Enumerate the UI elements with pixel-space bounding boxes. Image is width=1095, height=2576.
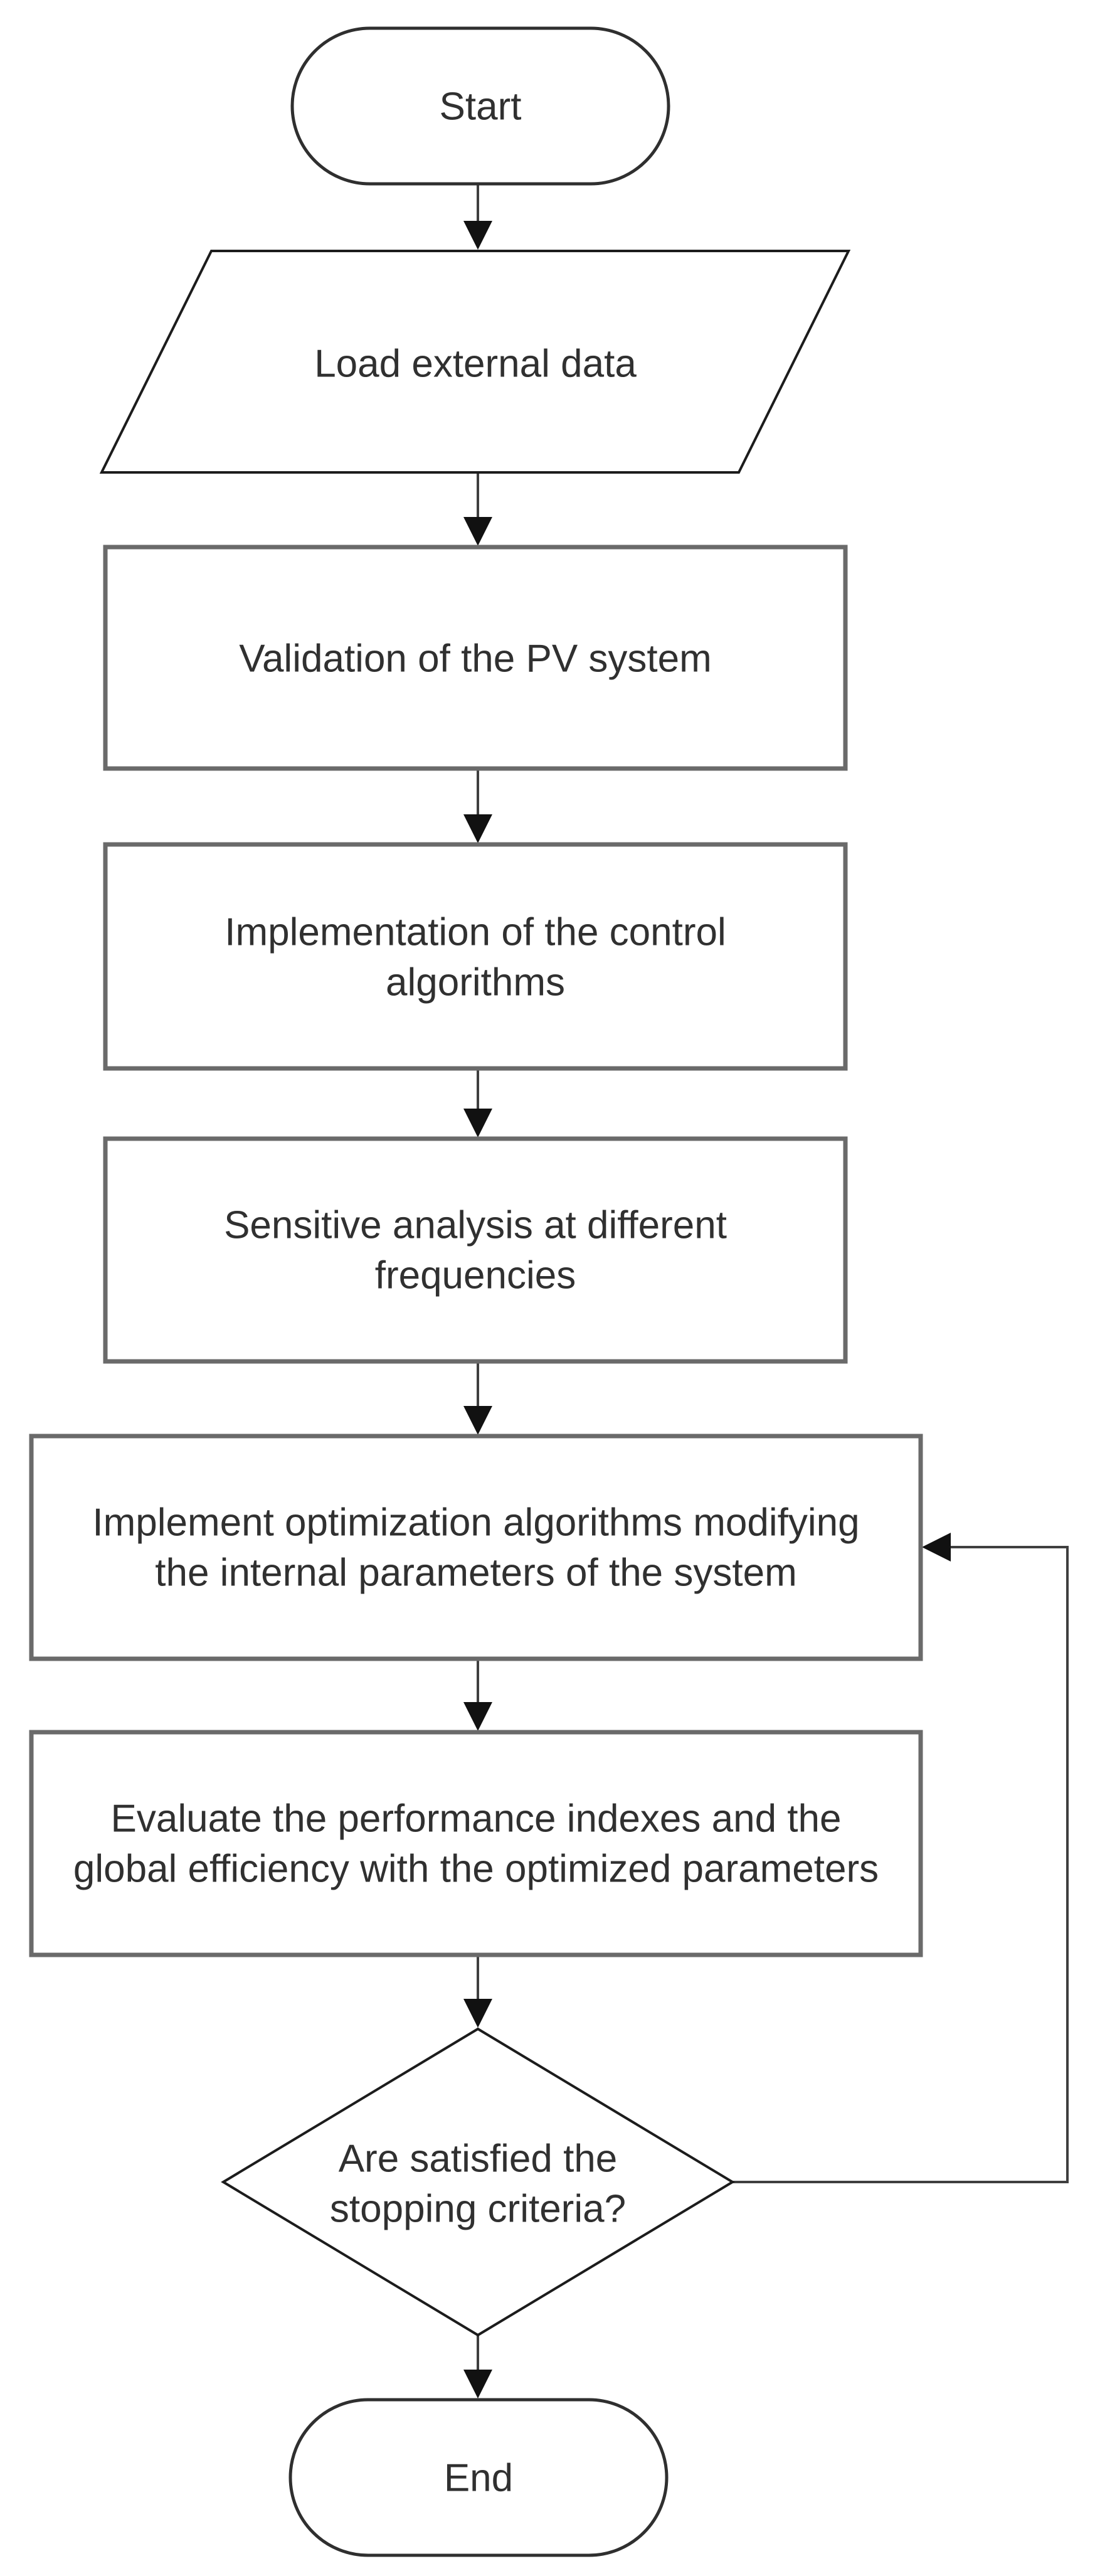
decision-node-label-line2: stopping criteria? — [330, 2188, 626, 2231]
evaluation-node-label-line2: global efficiency with the optimized par… — [73, 1848, 879, 1891]
end-node-shape — [288, 2398, 669, 2557]
connector-sensitivity-to-optimization — [463, 1361, 492, 1435]
arrowhead-down-icon — [463, 221, 492, 250]
load-data-node-shape — [99, 250, 851, 474]
connector-decision-loop-back-to-optimization — [733, 1533, 1069, 2183]
arrowhead-down-icon — [463, 1702, 492, 1731]
arrowhead-down-icon — [463, 1999, 492, 2028]
validation-node: Validation of the PV system — [103, 545, 848, 771]
evaluation-node-label-line1: Evaluate the performance indexes and the — [111, 1797, 842, 1841]
start-node-label: Start — [440, 85, 522, 129]
sensitivity-node-shape — [103, 1136, 848, 1364]
evaluation-node-shape — [29, 1730, 923, 1957]
connector-evaluation-to-decision — [463, 1955, 492, 2028]
end-node-label: End — [444, 2457, 513, 2500]
arrowhead-down-icon — [463, 814, 492, 843]
connector-optimization-to-evaluation — [463, 1659, 492, 1731]
connector-load-data-to-validation — [463, 472, 492, 546]
start-node-shape — [290, 26, 670, 186]
load-data-node: Load external data — [99, 250, 851, 474]
implementation-node-label-line2: algorithms — [386, 961, 565, 1004]
implementation-node-label-line1: Implementation of the control — [225, 911, 726, 954]
sensitivity-node: Sensitive analysis at different frequenc… — [103, 1136, 848, 1364]
arrowhead-down-icon — [463, 1406, 492, 1435]
sensitivity-node-label-line2: frequencies — [375, 1254, 576, 1297]
implementation-node-shape — [103, 842, 848, 1071]
decision-node: Are satisfied the stopping criteria? — [221, 2027, 735, 2337]
optimization-node-label-line2: the internal parameters of the system — [155, 1551, 796, 1595]
start-node: Start — [290, 26, 670, 186]
validation-node-label: Validation of the PV system — [239, 637, 712, 681]
end-node: End — [288, 2398, 669, 2557]
loop-back-line — [733, 1546, 1069, 2183]
arrowhead-down-icon — [463, 1109, 492, 1137]
evaluation-node: Evaluate the performance indexes and the… — [29, 1730, 923, 1957]
connector-validation-to-implementation — [463, 769, 492, 843]
decision-node-label-line1: Are satisfied the — [339, 2137, 618, 2181]
implementation-node: Implementation of the control algorithms — [103, 842, 848, 1071]
decision-node-shape — [221, 2027, 735, 2337]
arrowhead-left-icon — [922, 1533, 951, 1562]
connector-start-to-load-data — [463, 184, 492, 250]
arrowhead-down-icon — [463, 2370, 492, 2398]
connector-decision-to-end — [463, 2335, 492, 2398]
validation-node-shape — [103, 545, 848, 771]
arrowhead-down-icon — [463, 517, 492, 546]
load-data-node-label: Load external data — [314, 343, 637, 386]
optimization-node: Implement optimization algorithms modify… — [29, 1434, 923, 1661]
optimization-node-shape — [29, 1434, 923, 1661]
connector-implementation-to-sensitivity — [463, 1068, 492, 1137]
sensitivity-node-label-line1: Sensitive analysis at different — [224, 1204, 727, 1247]
optimization-node-label-line1: Implement optimization algorithms modify… — [92, 1501, 859, 1545]
